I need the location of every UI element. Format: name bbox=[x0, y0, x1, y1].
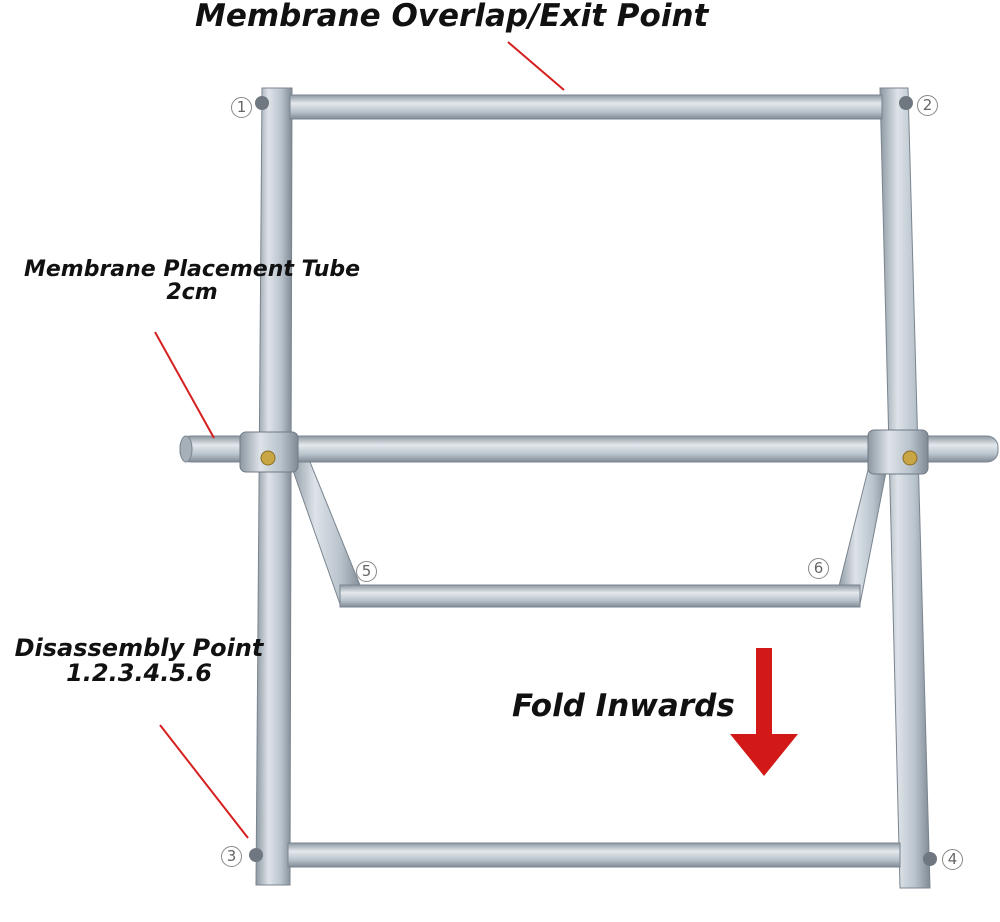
left-fold-strut bbox=[289, 461, 363, 605]
placement-tube-label-line1: Membrane Placement Tube bbox=[23, 257, 361, 282]
disassembly-label-line2: 1.2.3.4.5.6 bbox=[66, 659, 212, 688]
point-marker-6: 6 bbox=[808, 558, 829, 579]
overlap-exit-label: Membrane Overlap/Exit Point bbox=[195, 0, 709, 34]
right-vertical-post bbox=[879, 87, 931, 889]
point-marker-2: 2 bbox=[917, 95, 938, 116]
arrow-down-icon bbox=[730, 648, 798, 776]
point-marker-1: 1 bbox=[231, 97, 252, 118]
point-marker-5: 5 bbox=[356, 561, 377, 582]
disassembly-label-line1: Disassembly Point bbox=[14, 634, 264, 662]
disassembly-label: Disassembly Point 1.2.3.4.5.6 bbox=[3, 634, 275, 688]
fold-inwards-label: Fold Inwards bbox=[512, 688, 735, 724]
right-hinge-bolt bbox=[902, 450, 918, 466]
corner-bolt-4 bbox=[923, 852, 937, 866]
placement-tube-label-line2: 2cm bbox=[166, 280, 218, 306]
tube-end-left bbox=[179, 435, 193, 463]
point-marker-4: 4 bbox=[942, 849, 963, 870]
leader-line-disassembly bbox=[159, 724, 249, 839]
left-vertical-post bbox=[255, 87, 293, 886]
left-hinge-bolt bbox=[260, 450, 276, 466]
top-bar bbox=[289, 94, 883, 120]
placement-tube-label: Membrane Placement Tube 2cm bbox=[3, 258, 381, 304]
corner-bolt-1 bbox=[255, 96, 269, 110]
point-marker-3: 3 bbox=[221, 846, 242, 867]
leader-line-tube bbox=[154, 331, 215, 439]
bottom-bar bbox=[287, 842, 901, 868]
right-fold-strut bbox=[837, 461, 889, 605]
corner-bolt-3 bbox=[249, 848, 263, 862]
corner-bolt-2 bbox=[899, 96, 913, 110]
leader-line-overlap bbox=[507, 41, 565, 91]
fold-crossbar bbox=[339, 584, 861, 608]
right-hinge-collar bbox=[867, 429, 929, 475]
